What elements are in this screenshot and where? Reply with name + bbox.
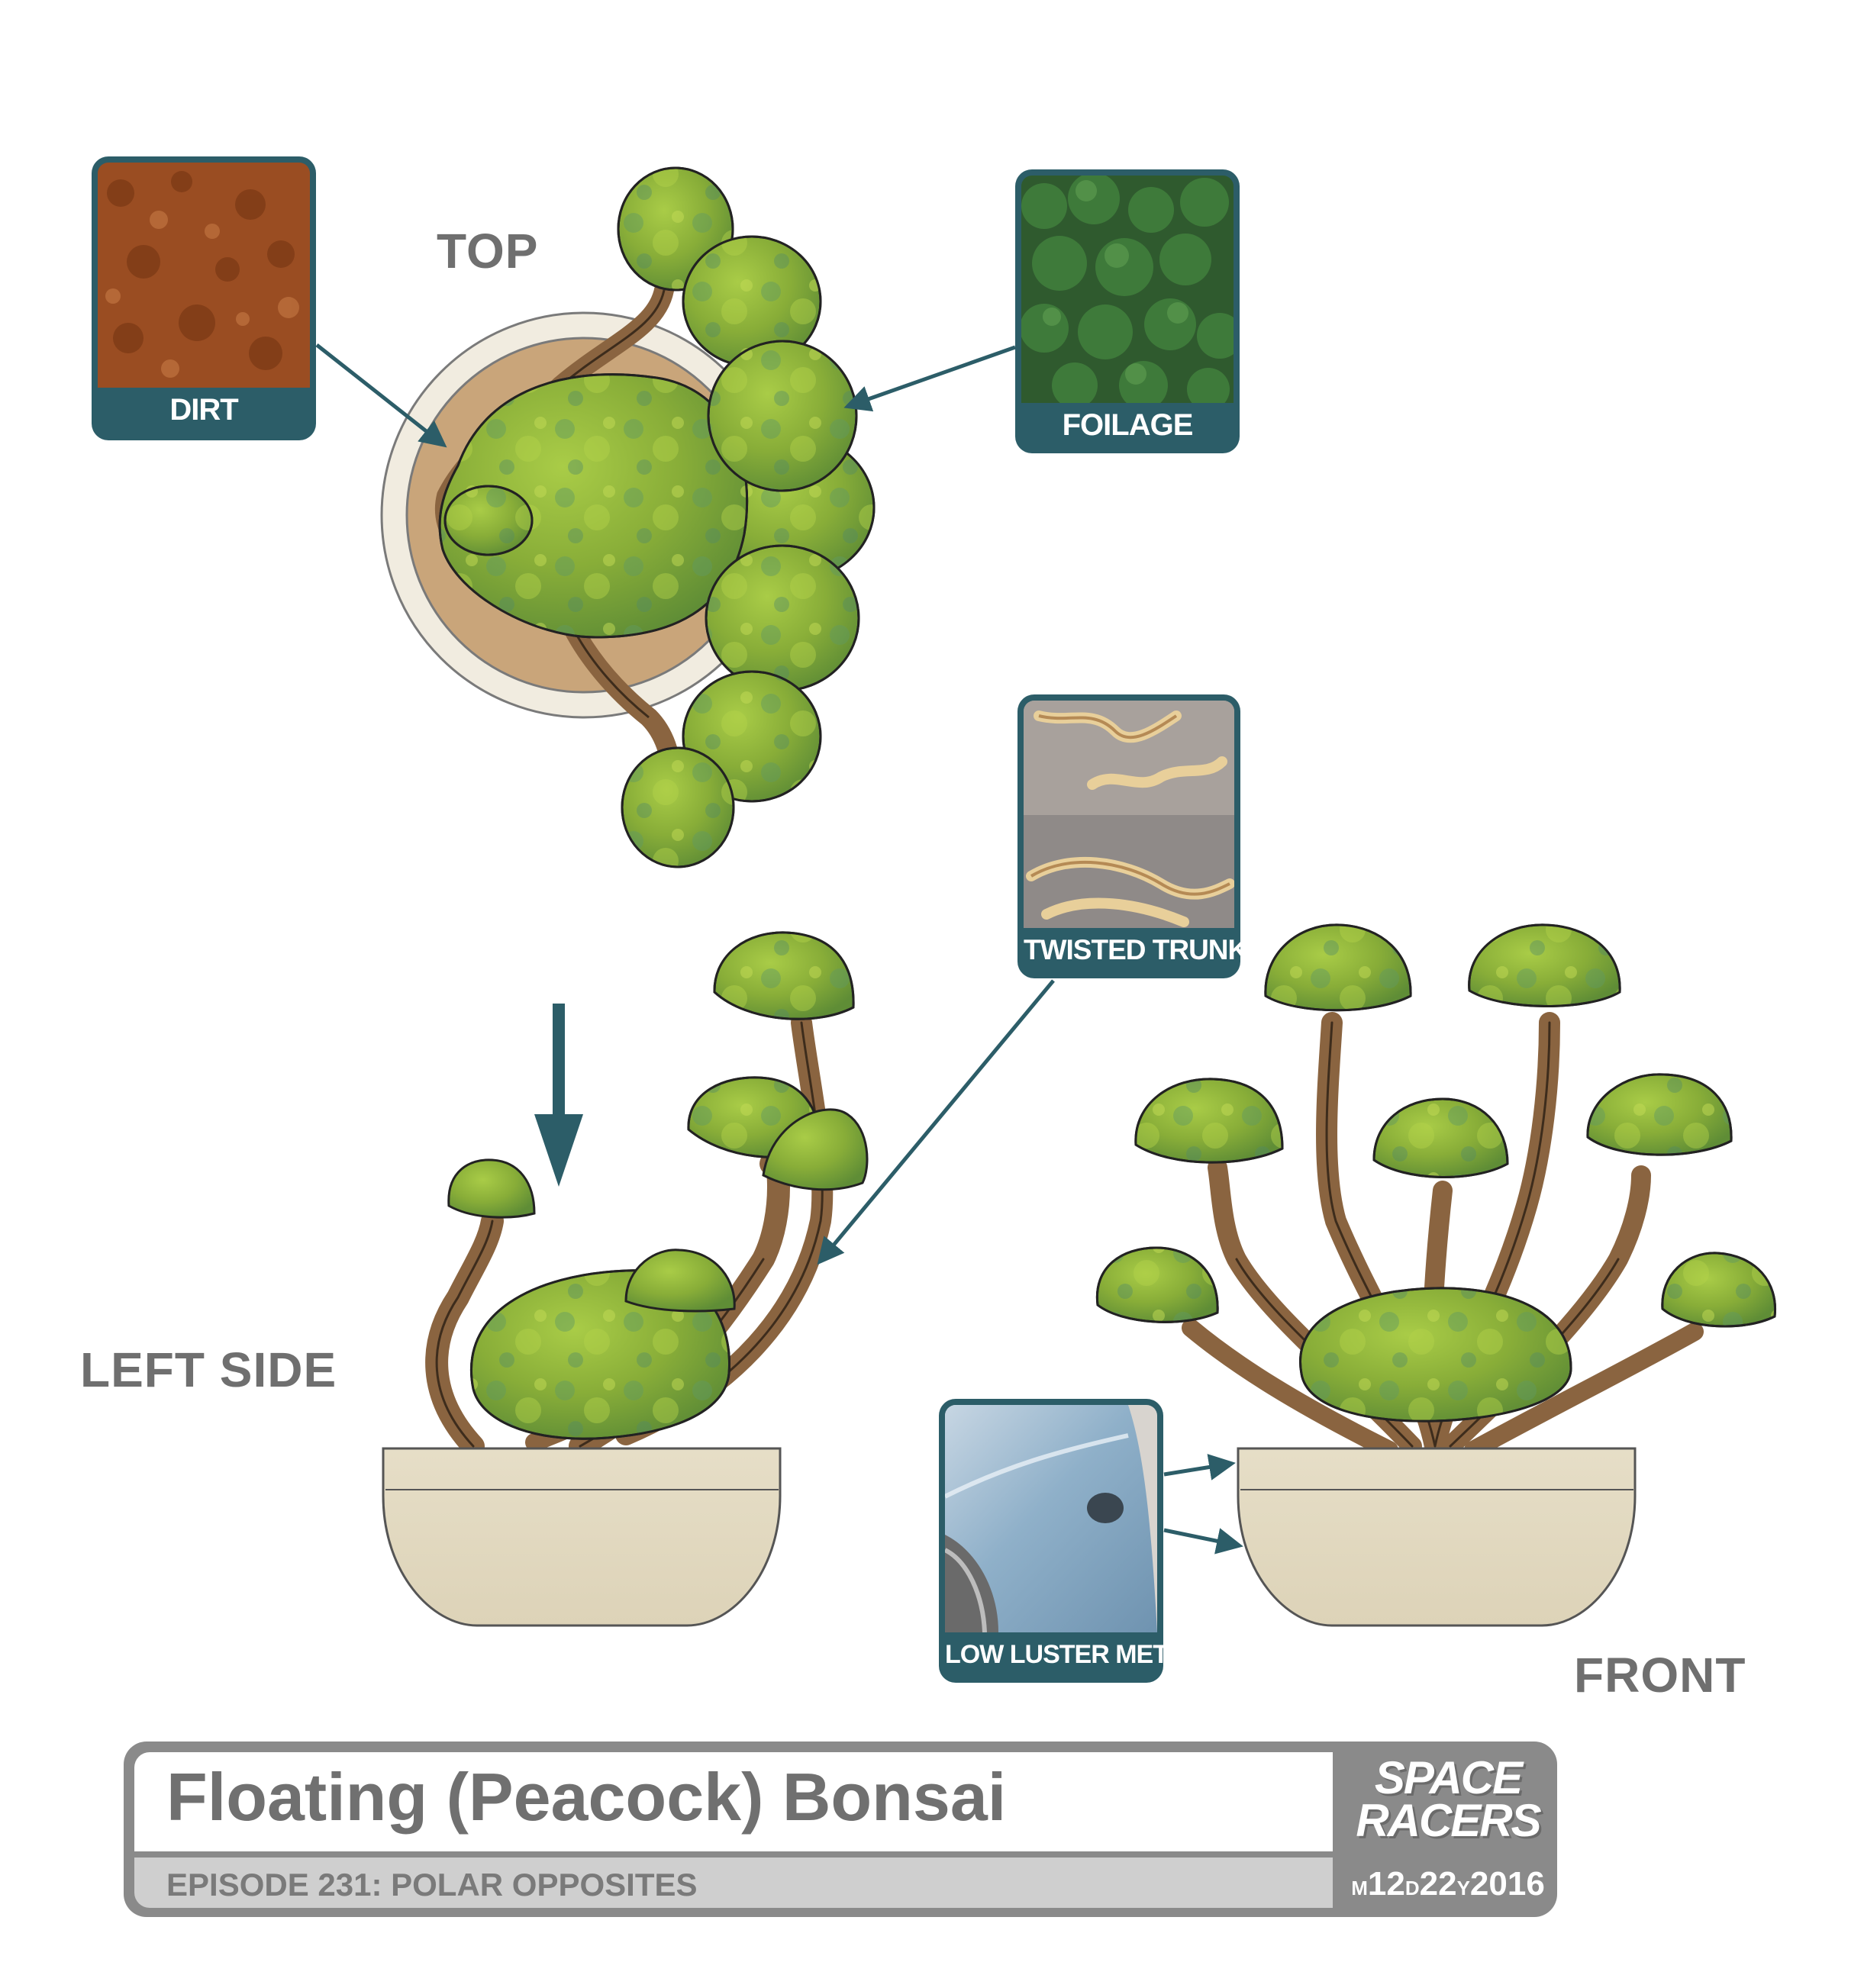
reference-card-twisted-trunk: TWISTED TRUNK	[1017, 694, 1248, 978]
date-year: 2016	[1469, 1865, 1545, 1903]
reference-card-dirt: DIRT	[92, 156, 316, 440]
space-racers-logo: SPACE RACERS	[1345, 1752, 1551, 1846]
reference-card-foliage: FOILAGE	[1015, 169, 1240, 453]
view-label-left-side: LEFT SIDE	[80, 1342, 337, 1397]
left-side-view-drawing	[382, 931, 869, 1627]
date-day-label: D	[1404, 1877, 1420, 1899]
foliage-photo	[1021, 176, 1234, 403]
date-year-label: Y	[1456, 1877, 1470, 1899]
reference-caption-low-luster-metal: LOW LUSTER METAL	[945, 1640, 1200, 1669]
twisted-trunk-photo	[1024, 701, 1234, 928]
title-panel: Floating (Peacock) Bonsai	[134, 1752, 1333, 1851]
logo-line-space: SPACE	[1374, 1752, 1523, 1803]
front-view-drawing	[1095, 923, 1777, 1627]
view-label-front: FRONT	[1574, 1648, 1746, 1703]
sheet-title: Floating (Peacock) Bonsai	[166, 1759, 1007, 1835]
top-view-drawing	[380, 166, 876, 868]
episode-label: EPISODE 231: POLAR OPPOSITES	[166, 1867, 698, 1903]
callout-arrows	[315, 343, 1243, 1555]
view-label-top: TOP	[437, 224, 539, 279]
title-block: Floating (Peacock) Bonsai EPISODE 231: P…	[124, 1742, 1557, 1917]
low-luster-metal-photo	[945, 1405, 1157, 1632]
dirt-texture-image	[98, 163, 310, 388]
date-month-label: M	[1351, 1877, 1368, 1899]
reference-caption-foliage: FOILAGE	[1062, 408, 1194, 442]
date-day: 22	[1419, 1865, 1457, 1903]
reference-card-low-luster-metal: LOW LUSTER METAL	[939, 1399, 1200, 1683]
reference-caption-dirt: DIRT	[169, 393, 238, 427]
date-stamp: M12D22Y2016	[1345, 1865, 1551, 1903]
episode-bar: EPISODE 231: POLAR OPPOSITES	[134, 1858, 1333, 1908]
logo-line-racers: RACERS	[1356, 1795, 1541, 1846]
date-month: 12	[1367, 1865, 1405, 1903]
reference-caption-twisted-trunk: TWISTED TRUNK	[1024, 934, 1248, 965]
